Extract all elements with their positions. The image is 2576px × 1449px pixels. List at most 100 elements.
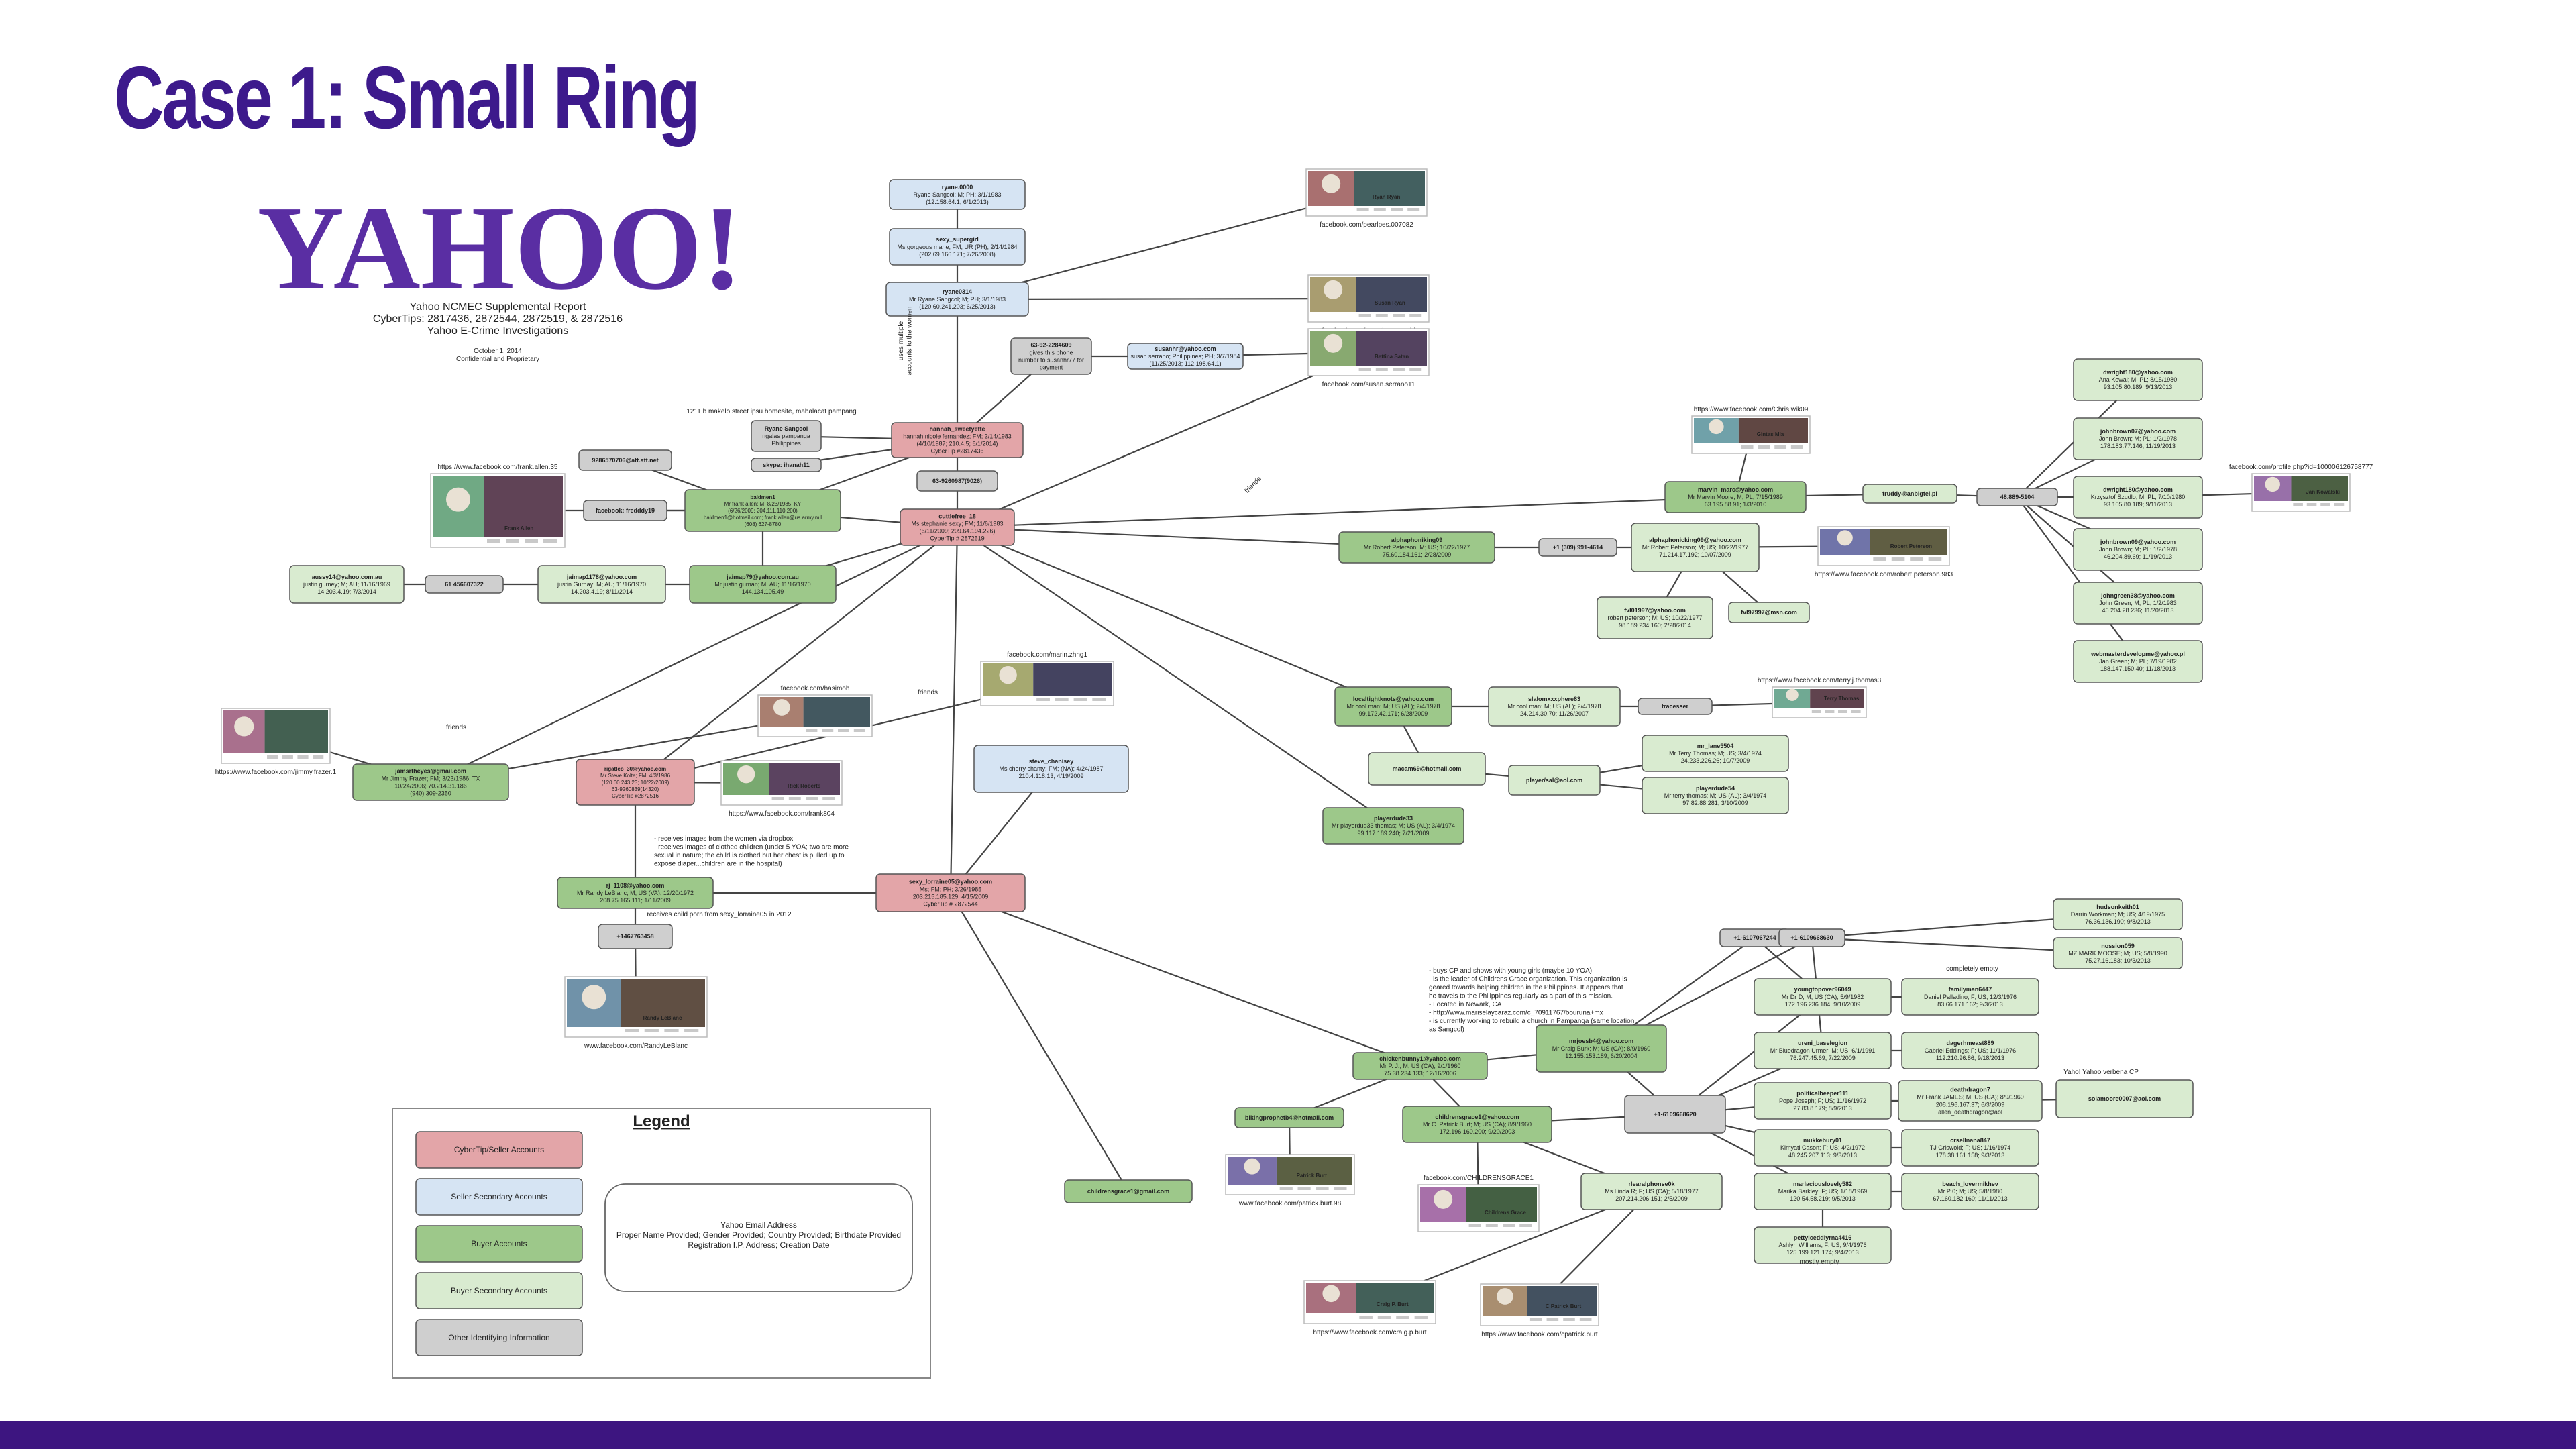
tab-stub — [771, 797, 784, 800]
footer-bar — [0, 1421, 2576, 1449]
account-node-buyer-secondary[interactable]: fvl97997@msn.com — [1728, 602, 1810, 623]
profile-photo-card[interactable]: Patrick Burtwww.facebook.com/patrick.bur… — [1225, 1154, 1355, 1208]
profile-photo-card[interactable]: Craig P. Burthttps://www.facebook.com/cr… — [1303, 1280, 1436, 1336]
node-line: jamsrtheyes@gmail.com — [394, 768, 466, 775]
account-node-other[interactable]: facebook: fredddy19 — [583, 500, 667, 521]
account-node-buyer-secondary[interactable]: truddy@anbigtel.pl — [1862, 484, 1957, 504]
tab-stub — [1503, 1224, 1515, 1227]
account-node-other[interactable]: +1467763458 — [598, 924, 673, 949]
account-node-buyer[interactable]: childrensgrace1@gmail.com — [1064, 1179, 1193, 1203]
tab-stub — [1928, 557, 1942, 561]
profile-photo-card[interactable]: facebook.com/marin.zhng1 — [980, 651, 1114, 706]
profile-photo-card[interactable]: Robert Petersonhttps://www.facebook.com/… — [1815, 526, 1953, 578]
node-line: politicalbeeper111 — [1796, 1090, 1849, 1097]
profile-photo-card[interactable]: Randy LeBlancwww.facebook.com/RandyLeBla… — [564, 976, 708, 1050]
tab-stub — [1774, 445, 1786, 449]
account-node-buyer-secondary[interactable]: macam69@hotmail.com — [1368, 752, 1486, 786]
account-node-other[interactable]: 63-9260987(9026) — [916, 470, 998, 492]
annotation-line: expose diaper...children are in the hosp… — [654, 861, 782, 868]
account-node-other[interactable]: +1 (309) 991-4614 — [1538, 538, 1617, 557]
node-line: Ashlyn Williams; F; US; 9/4/1976 — [1778, 1242, 1866, 1248]
account-node-buyer-secondary[interactable]: solamoore0007@aol.com — [2055, 1079, 2194, 1118]
profile-photo-card[interactable]: Rick Robertshttps://www.facebook.com/fra… — [720, 760, 843, 818]
account-node-buyer[interactable]: bikingprophetb4@hotmail.com — [1234, 1107, 1344, 1128]
profile-photo-card[interactable]: C Patrick Burthttps://www.facebook.com/c… — [1480, 1283, 1599, 1338]
node-line: Darrin Workman; M; US; 4/19/1975 — [2071, 911, 2165, 918]
node-line: rlearalphonse0k — [1628, 1181, 1675, 1187]
node-line: Mr Frank JAMES; M; US (CA); 8/9/1960 — [1917, 1094, 2024, 1101]
account-node-other[interactable]: tracesser — [1638, 698, 1713, 715]
account-node-other[interactable]: 48.889-5104 — [1976, 488, 2058, 506]
annotation-note: receives child porn from sexy_lorraine05… — [647, 911, 792, 918]
profile-photo-card[interactable]: Childrens Gracefacebook.com/CHILDRENSGRA… — [1417, 1175, 1540, 1232]
account-node-buyer-secondary[interactable]: player/sal@aol.com — [1508, 765, 1601, 796]
account-node-other[interactable]: +1-6109668620 — [1624, 1095, 1726, 1134]
account-node-other[interactable]: 9286570706@att.att.net — [578, 449, 672, 471]
node-line: Ryane Sangcol; M; PH; 3/1/1983 — [913, 191, 1001, 198]
profile-photo-card[interactable]: facebook.com/hasimoh — [757, 685, 873, 737]
profile-photo-card[interactable]: Terry Thomashttps://www.facebook.com/ter… — [1758, 677, 1882, 718]
node-line: marvin_marc@yahoo.com — [1698, 486, 1773, 493]
profile-photo-card[interactable]: Frank Allenhttps://www.facebook.com/fran… — [430, 464, 566, 548]
profile-photo-card[interactable]: Jan Kowalskifacebook.com/profile.php?id=… — [2229, 464, 2373, 512]
profile-photo-card[interactable]: Bettina Satanfacebook.com/susan.serrano1… — [1307, 328, 1430, 388]
account-node-other[interactable]: 61 456607322 — [425, 575, 504, 594]
profile-photo-card[interactable]: Gintas Miahttps://www.facebook.com/Chris… — [1691, 406, 1811, 454]
profile-photo-card[interactable]: https://www.facebook.com/jimmy.frazer.1 — [215, 708, 337, 776]
account-node-other[interactable]: skype: ihanah11 — [751, 458, 822, 472]
account-node-other[interactable]: +1-6109668630 — [1778, 928, 1845, 947]
